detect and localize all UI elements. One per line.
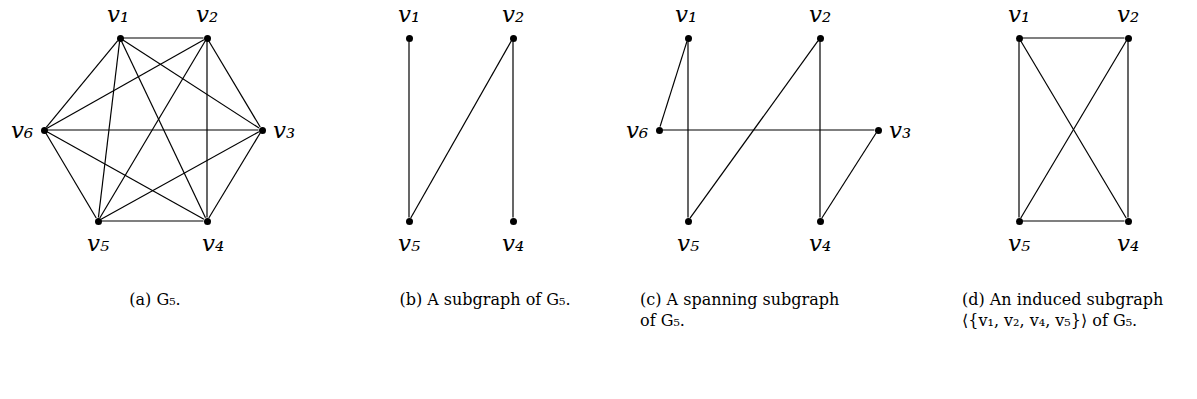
vertex-dot: v₆ (656, 127, 663, 134)
subfigure-caption: (d) An induced subgraph ⟨{v₁, v₂, v₄, v₅… (962, 290, 1177, 332)
vertex-dot: v₁ (685, 35, 692, 42)
vertex-dot: v₂ (510, 35, 517, 42)
vertex-dot: v₆ (41, 127, 48, 134)
graph-edge (822, 133, 876, 218)
graph-edge (1018, 42, 1019, 218)
graph-edge (102, 220, 204, 221)
graph-edge (411, 41, 512, 218)
graph-edge (819, 42, 820, 218)
graph-edge (46, 133, 96, 218)
graph-edge (663, 129, 875, 130)
vertex-dot: v₄ (817, 218, 824, 225)
vertex-dot: v₁ (406, 35, 413, 42)
graph-edge (1127, 42, 1128, 218)
vertex-label: v₁ (107, 3, 129, 26)
subfigure-caption: (b) A subgraph of G₅. (360, 290, 610, 311)
graph-edge (123, 40, 259, 128)
vertex-label: v₅ (87, 232, 109, 255)
subfigure-caption: (c) A spanning subgraph of G₅. (640, 290, 855, 332)
vertex-dot: v₅ (1016, 218, 1023, 225)
vertex-label: v₁ (1008, 3, 1030, 26)
graph-edge (1021, 41, 1126, 218)
vertex-dot: v₅ (406, 218, 413, 225)
vertex-label: v₃ (273, 119, 295, 142)
vertex-dot: v₃ (259, 127, 266, 134)
graph-edge (660, 41, 687, 126)
graph-edge (408, 42, 409, 218)
graph-edge (1023, 220, 1125, 221)
vertex-label: v₄ (202, 232, 224, 255)
vertex-label: v₁ (675, 3, 697, 26)
vertex-dot: v₃ (875, 127, 882, 134)
vertex-label: v₅ (677, 232, 699, 255)
graph-edge (48, 129, 259, 130)
vertex-label: v₂ (502, 3, 524, 26)
vertex-dot: v₁ (1016, 35, 1023, 42)
graph-edge (690, 41, 818, 218)
vertex-label: v₄ (1117, 232, 1139, 255)
vertex-dot: v₁ (117, 35, 124, 42)
vertex-dot: v₂ (817, 35, 824, 42)
vertex-dot: v₄ (1125, 218, 1132, 225)
vertex-label: v₂ (809, 3, 831, 26)
vertex-label: v₃ (889, 119, 911, 142)
vertex-label: v₄ (809, 232, 831, 255)
graph-edge (1021, 41, 1126, 218)
vertex-label: v₂ (196, 3, 218, 26)
graph-edge (512, 42, 513, 218)
graph-edge (209, 41, 260, 127)
vertex-dot: v₅ (685, 218, 692, 225)
vertex-label: v₅ (1008, 232, 1030, 255)
vertex-dot: v₂ (1125, 35, 1132, 42)
graph-edge (47, 40, 204, 129)
vertex-label: v₅ (398, 232, 420, 255)
vertex-label: v₆ (626, 119, 648, 142)
graph-edge (124, 37, 204, 38)
vertex-dot: v₄ (510, 218, 517, 225)
vertex-label: v₂ (1117, 3, 1139, 26)
vertex-label: v₁ (398, 3, 420, 26)
graph-edge (1023, 37, 1125, 38)
vertex-label: v₄ (502, 232, 524, 255)
vertex-dot: v₅ (95, 218, 102, 225)
graph-edge (46, 41, 118, 128)
vertex-dot: v₄ (204, 218, 211, 225)
subfigure-caption: (a) G₅. (60, 290, 250, 311)
vertex-label: v₆ (11, 119, 33, 142)
vertex-dot: v₂ (204, 35, 211, 42)
